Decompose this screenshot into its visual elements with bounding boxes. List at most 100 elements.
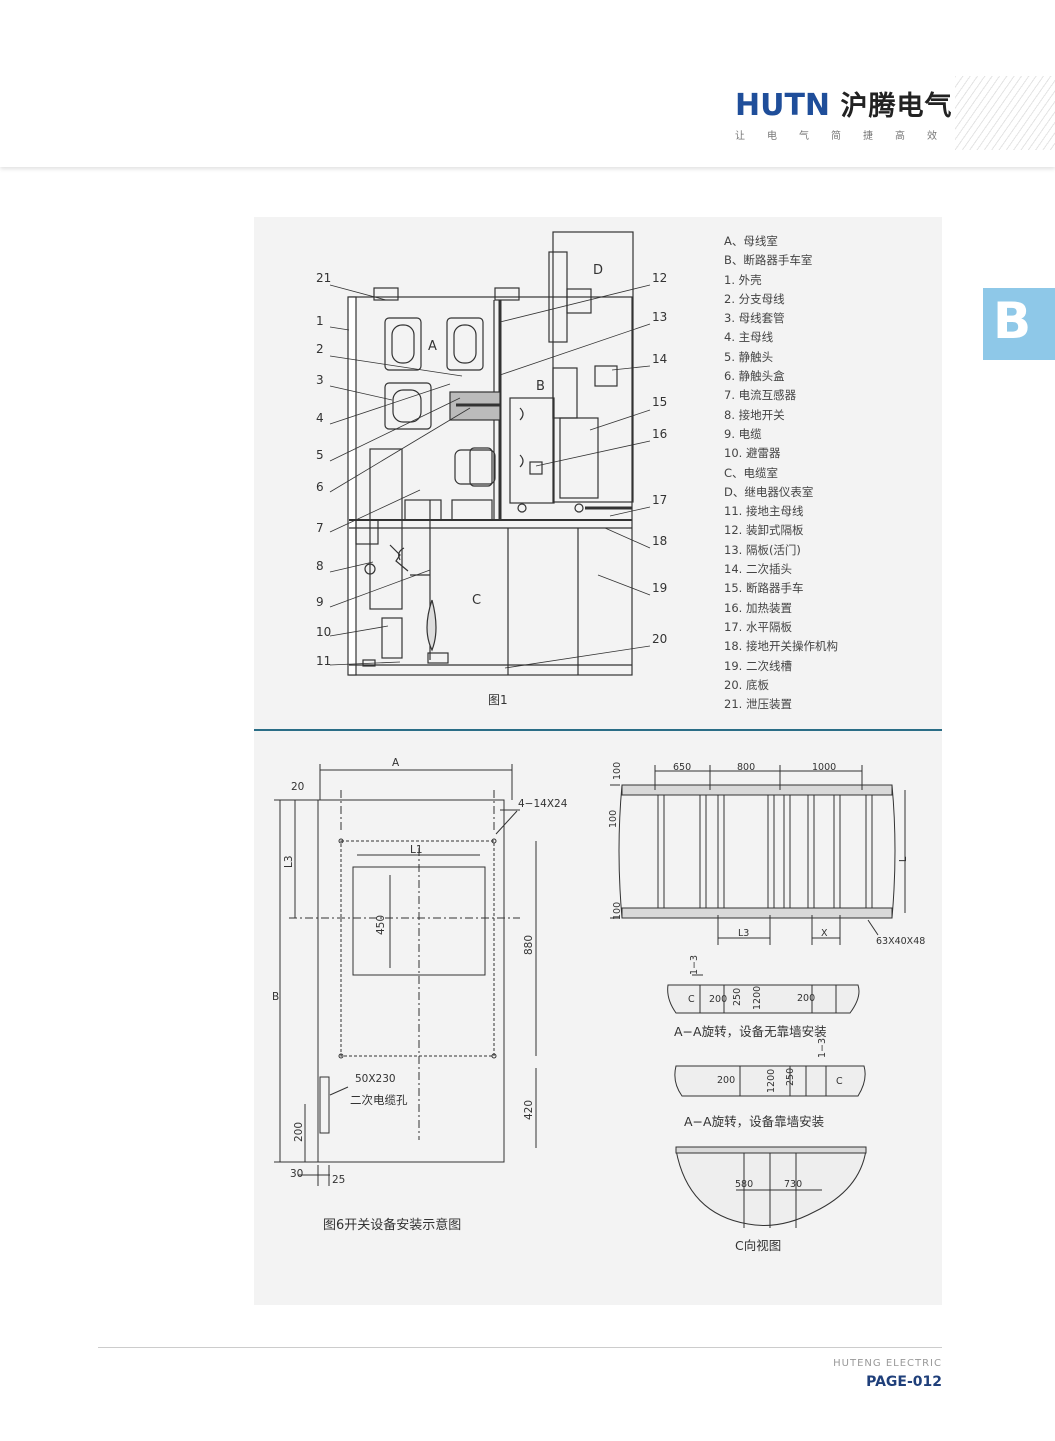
section-tab-letter: B <box>993 292 1032 350</box>
fig1-num-20: 20 <box>652 632 667 646</box>
fig1-num-19: 19 <box>652 581 667 595</box>
aa1-mark: 1−3 <box>689 955 700 975</box>
legend-item: D、继电器仪表室 <box>724 484 814 499</box>
logo-slogan: 让电气简捷高效 <box>735 131 959 142</box>
header-hatch-decoration <box>955 76 1055 150</box>
logo-wordmark: HUTN 沪腾电气 <box>735 88 959 125</box>
fig1-num-2: 2 <box>316 342 324 356</box>
legend-item: 14. 二次插头 <box>724 562 792 577</box>
plan-dim-x: X <box>821 928 828 939</box>
aa2-250: 250 <box>785 1068 796 1086</box>
legend-item: 3. 母线套管 <box>724 311 785 326</box>
fig1-num-9: 9 <box>316 595 324 609</box>
fig6-dim-20: 20 <box>291 781 304 793</box>
legend-item: 6. 静触头盒 <box>724 369 785 384</box>
fig6-dim-30: 30 <box>290 1168 303 1180</box>
footer-company: HUTENG ELECTRIC <box>833 1358 942 1369</box>
plan-dim-650: 650 <box>673 762 691 773</box>
fig1-num-3: 3 <box>316 373 324 387</box>
logo-latin: HUTN <box>735 88 831 123</box>
aa2-c: C <box>836 1076 843 1087</box>
fig6-dim-l1: L1 <box>410 844 423 856</box>
legend-item: 21. 泄压装置 <box>724 697 792 712</box>
fig1-zone-d: D <box>593 263 603 278</box>
fig1-num-4: 4 <box>316 411 324 425</box>
plan-dim-100-bottom: 100 <box>612 902 623 920</box>
fig1-num-14: 14 <box>652 352 667 366</box>
fig6-dim-25: 25 <box>332 1174 345 1186</box>
legend-item: 19. 二次线槽 <box>724 658 792 673</box>
panel-divider <box>254 729 942 731</box>
fig6-caption: 图6开关设备安装示意图 <box>323 1217 461 1233</box>
plan-dim-l: L <box>898 856 909 862</box>
legend-item: 17. 水平隔板 <box>724 619 792 634</box>
fig1-num-10: 10 <box>316 625 331 639</box>
plan-dim-800: 800 <box>737 762 755 773</box>
plan-dim-100-mid: 100 <box>608 810 619 828</box>
figure6-panel <box>254 731 942 1305</box>
fig1-num-18: 18 <box>652 534 667 548</box>
legend-item: 11. 接地主母线 <box>724 504 804 519</box>
brand-logo: HUTN 沪腾电气 让电气简捷高效 <box>735 88 959 142</box>
legend-item: 18. 接地开关操作机构 <box>724 639 838 654</box>
plan-dim-1000: 1000 <box>812 762 836 773</box>
fig6-dim-l3: L3 <box>283 855 295 868</box>
legend-item: 13. 隔板(活门) <box>724 542 801 557</box>
legend-item: 8. 接地开关 <box>724 407 785 422</box>
cview-caption: C向视图 <box>735 1238 781 1253</box>
fig6-holes: 4−14X24 <box>518 798 568 810</box>
plan-dim-l3: L3 <box>738 928 749 939</box>
fig1-zone-c: C <box>472 593 481 608</box>
fig1-caption: 图1 <box>488 693 508 707</box>
aa1-200-left: 200 <box>709 994 727 1005</box>
legend-item: 2. 分支母线 <box>724 291 785 306</box>
legend-item: 9. 电缆 <box>724 426 762 441</box>
fig6-dim-420: 420 <box>523 1100 535 1120</box>
aa1-caption: A−A旋转，设备无靠墙安装 <box>674 1024 827 1039</box>
fig1-num-5: 5 <box>316 448 324 462</box>
fig1-num-17: 17 <box>652 493 667 507</box>
legend-item: 10. 避雷器 <box>724 446 781 461</box>
legend-item: 7. 电流互感器 <box>724 388 797 403</box>
aa2-1200: 1200 <box>766 1069 777 1093</box>
legend-item: 5. 静触头 <box>724 349 774 364</box>
fig6-dim-b: B <box>272 991 279 1003</box>
figure6-diagram: A 20 4−14X24 L1 B L3 450 880 420 200 50X… <box>272 757 568 1233</box>
cview-730: 730 <box>784 1179 802 1190</box>
fig1-num-12: 12 <box>652 271 667 285</box>
aa1-200: 200 <box>797 993 815 1004</box>
legend-item: 20. 底板 <box>724 677 769 692</box>
legend-item: 15. 断路器手车 <box>724 581 804 596</box>
plan-dim-100-top: 100 <box>612 762 623 780</box>
legend-item: A、母线室 <box>724 234 778 248</box>
plan-section-diagram: 650 800 1000 100 100 100 L L3 X 63X40X48… <box>608 762 925 1253</box>
legend-item: 12. 装卸式隔板 <box>724 523 804 538</box>
fig6-cable-hole-size: 50X230 <box>355 1073 396 1085</box>
fig1-num-13: 13 <box>652 310 667 324</box>
aa2-200: 200 <box>717 1075 735 1086</box>
fig6-dim-880: 880 <box>523 935 535 955</box>
legend-item: C、电缆室 <box>724 465 779 480</box>
aa1-250: 250 <box>732 988 743 1006</box>
cview-580: 580 <box>735 1179 753 1190</box>
fig1-num-11: 11 <box>316 654 331 668</box>
section-tab: B <box>983 288 1055 360</box>
figure1-legend: A、母线室 B、断路器手车室 1. 外壳 2. 分支母线 3. 母线套管 4. … <box>724 232 838 714</box>
fig6-dim-200: 200 <box>293 1122 305 1142</box>
legend-item: B、断路器手车室 <box>724 253 813 268</box>
fig6-dim-a: A <box>392 757 400 769</box>
fig1-num-16: 16 <box>652 427 667 441</box>
legend-item: 1. 外壳 <box>724 272 762 287</box>
fig1-num-6: 6 <box>316 480 324 494</box>
fig1-num-1: 1 <box>316 314 324 328</box>
fig1-zone-a: A <box>428 339 437 354</box>
aa2-caption: A−A旋转，设备靠墙安装 <box>684 1114 824 1129</box>
aa1-c: C <box>688 994 695 1005</box>
aa2-mark: 1−3 <box>817 1038 828 1058</box>
figure1-diagram: A B C D 21 1 2 3 4 5 6 7 8 9 10 11 12 13… <box>316 231 667 707</box>
fig6-dim-450: 450 <box>375 915 387 935</box>
fig1-zone-b: B <box>536 379 545 394</box>
fig1-num-15: 15 <box>652 395 667 409</box>
legend-item: 16. 加热装置 <box>724 600 792 615</box>
footer-rule <box>98 1347 942 1348</box>
